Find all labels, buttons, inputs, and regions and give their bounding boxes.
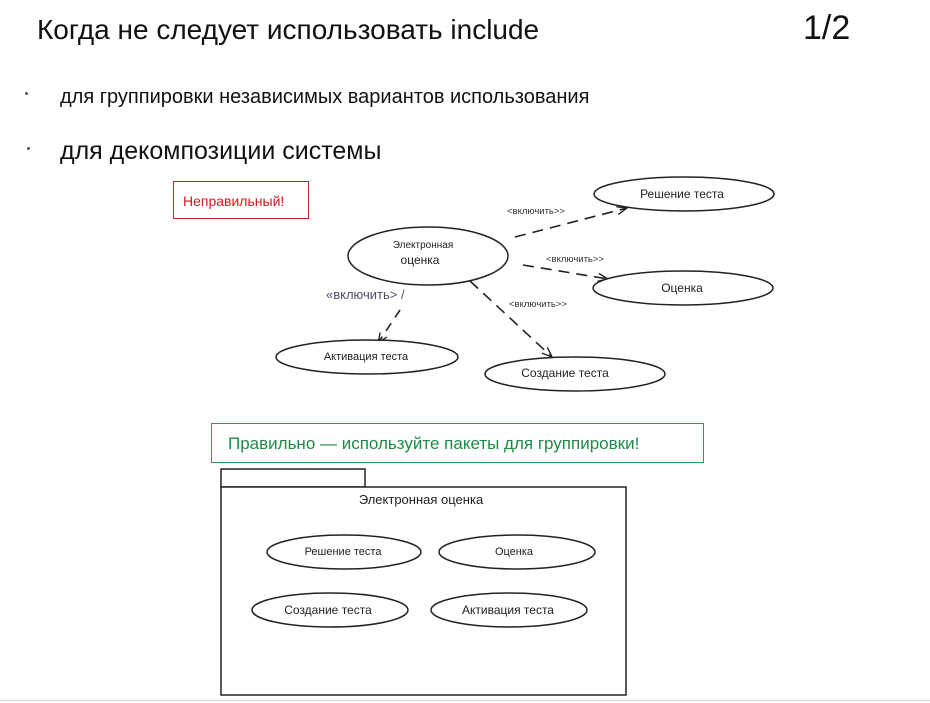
package-tab [220,468,366,488]
use-case-solve-test [593,176,775,212]
package-use-case-solve-test [266,534,422,570]
include-arrow-grading [522,264,608,279]
bullet-dot-icon [27,147,30,150]
package-name: Электронная оценка [359,492,484,507]
use-case-activate-test-label: Активация теста [324,351,409,363]
package-use-case-create-test [251,592,409,628]
package-use-case-activate-test [430,592,588,628]
right-label: Правильно — используйте пакеты для групп… [211,423,704,463]
include-label-activate: «включить> / [326,287,405,302]
package-use-case-create-test-label: Создание теста [284,603,372,617]
wrong-label: Неправильный! [173,181,309,219]
package-use-case-grading-label: Оценка [495,546,534,558]
package-use-case-solve-test-label: Решение теста [305,546,383,558]
use-case-center-line2: оценка [401,253,440,267]
package-use-case-grading [438,534,596,570]
use-case-create-test [484,356,666,392]
include-arrow-activate [378,309,401,343]
use-case-grading [592,270,774,306]
include-arrow-create [469,280,552,357]
include-label-solve: <включить>> [507,206,565,217]
include-label-create: <включить>> [509,299,567,310]
use-case-solve-test-label: Решение теста [640,187,724,201]
slide-title: Когда не следует использовать include [37,14,540,45]
footer-divider [0,700,930,701]
use-case-center-line1: Электронная [393,240,453,251]
use-case-create-test-label: Создание теста [521,366,609,380]
use-case-center [347,226,509,286]
package-use-case-activate-test-label: Активация теста [462,603,554,617]
page-number: 1/2 [803,9,851,47]
package-body [220,486,627,696]
bullet-dot-icon [25,92,28,95]
include-label-grading: <включить>> [546,254,604,265]
bullet-item: для декомпозиции системы [60,137,382,165]
bullet-item: для группировки независимых вариантов ис… [60,86,590,108]
use-case-activate-test [275,339,459,375]
use-case-grading-label: Оценка [661,281,703,295]
include-arrow-solve [514,208,627,238]
